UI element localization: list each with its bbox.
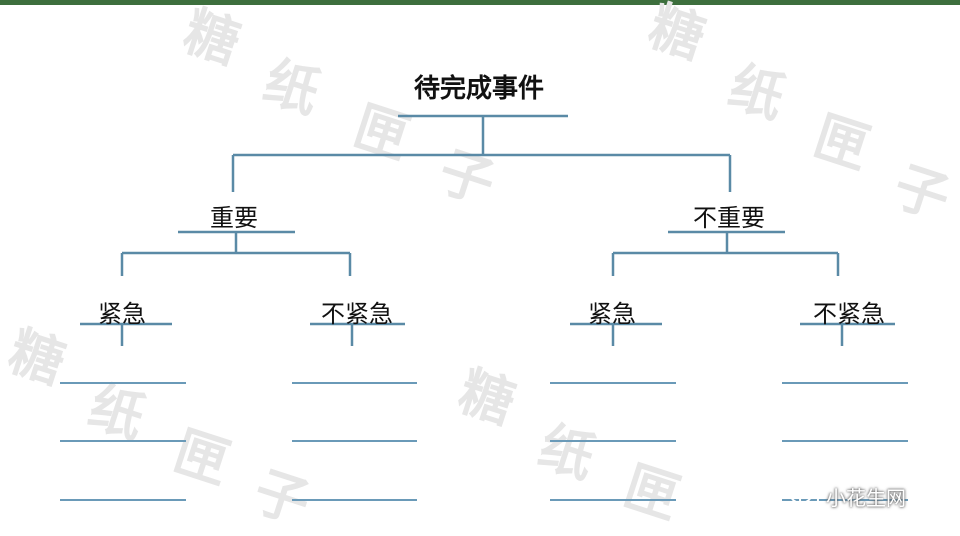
top-border: [0, 0, 960, 5]
leaf-label-not-urgent: 不紧急: [813, 300, 885, 328]
branch-label-not-important: 不重要: [693, 204, 765, 232]
footer-watermark: 小花生网: [790, 482, 906, 511]
leaf-label-urgent: 紧急: [98, 300, 146, 328]
branch-label-important: 重要: [210, 204, 258, 232]
leaf-label-not-urgent: 不紧急: [321, 300, 393, 328]
footer-text: 小花生网: [826, 486, 906, 510]
leaf-label-urgent: 紧急: [588, 300, 636, 328]
wechat-icon: [790, 485, 819, 508]
root-node-label: 待完成事件: [414, 74, 545, 104]
